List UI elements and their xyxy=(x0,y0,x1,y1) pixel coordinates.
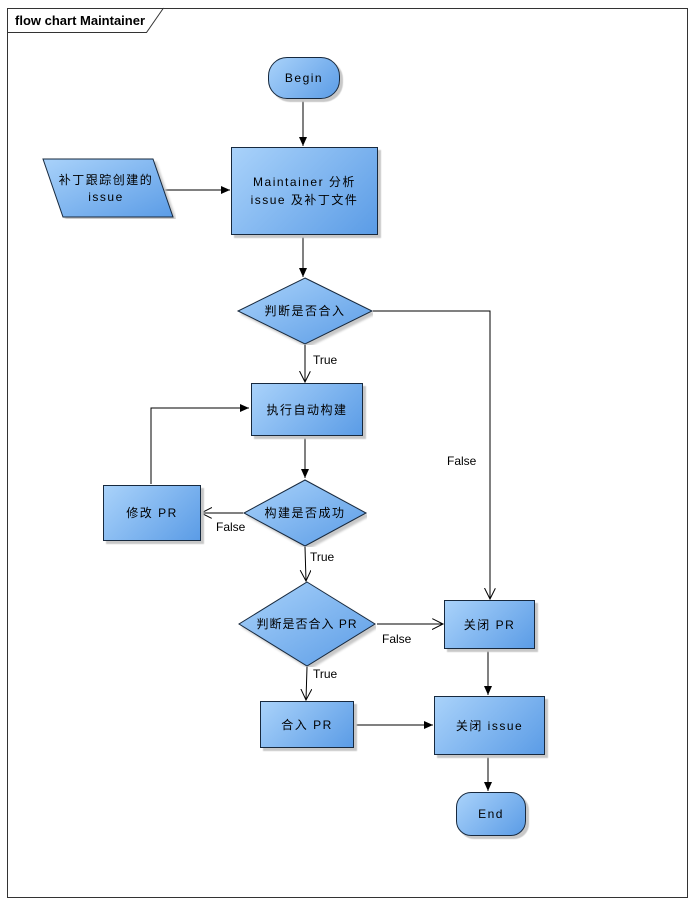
node-build-success-label: 构建是否成功 xyxy=(264,506,346,520)
edge-label-merge-pr-false: False xyxy=(382,632,412,646)
node-begin: Begin xyxy=(268,57,340,99)
node-end: End xyxy=(456,792,526,836)
node-decide-merge: 判断是否合入 xyxy=(237,277,373,345)
edge-label-merge-pr-true: True xyxy=(313,667,338,681)
node-begin-label: Begin xyxy=(284,71,324,85)
diagram-title: flow chart Maintainer xyxy=(15,13,146,28)
node-end-label: End xyxy=(478,807,504,821)
parallelogram-shape xyxy=(42,158,174,218)
node-close-issue: 关闭 issue xyxy=(434,696,545,755)
node-decide-merge-pr: 判断是否合入 PR xyxy=(238,581,376,667)
node-build-success: 构建是否成功 xyxy=(243,479,367,547)
edge-decidemergepr-true-mergepr xyxy=(306,666,307,700)
node-issue-input: 补丁跟踪创建的 issue xyxy=(36,158,176,219)
node-decide-merge-label: 判断是否合入 xyxy=(264,304,346,318)
node-analyze: Maintainer 分析 issue 及补丁文件 xyxy=(231,147,378,235)
edge-buildsuccess-true-decidemergepr xyxy=(305,546,306,581)
node-auto-build: 执行自动构建 xyxy=(251,383,363,436)
diamond-shape xyxy=(237,277,373,345)
node-close-pr: 关闭 PR xyxy=(444,600,535,649)
node-issue-input-label: 补丁跟踪创建的 issue xyxy=(58,172,154,204)
edge-label-merge-true: True xyxy=(313,353,338,367)
node-modify-pr-label: 修改 PR xyxy=(126,506,178,520)
node-auto-build-label: 执行自动构建 xyxy=(266,402,348,417)
edge-label-merge-false: False xyxy=(447,454,477,468)
edge-modifypr-autobuild xyxy=(150,404,249,484)
node-close-issue-label: 关闭 issue xyxy=(455,718,524,733)
node-close-pr-label: 关闭 PR xyxy=(463,617,516,632)
node-modify-pr: 修改 PR xyxy=(103,485,201,541)
diamond-shape xyxy=(243,479,367,547)
edge-decidemerge-false-closepr xyxy=(373,310,490,599)
title-tab-outline xyxy=(7,7,164,33)
diagram-frame xyxy=(7,8,688,898)
node-analyze-label: Maintainer 分析 issue 及补丁文件 xyxy=(250,175,359,207)
diamond-shape xyxy=(238,581,376,667)
edge-label-build-false: False xyxy=(216,520,246,534)
node-decide-merge-pr-label: 判断是否合入 PR xyxy=(256,617,358,631)
edge-label-build-true: True xyxy=(310,550,335,564)
node-merge-pr: 合入 PR xyxy=(260,701,354,748)
node-merge-pr-label: 合入 PR xyxy=(281,717,333,732)
